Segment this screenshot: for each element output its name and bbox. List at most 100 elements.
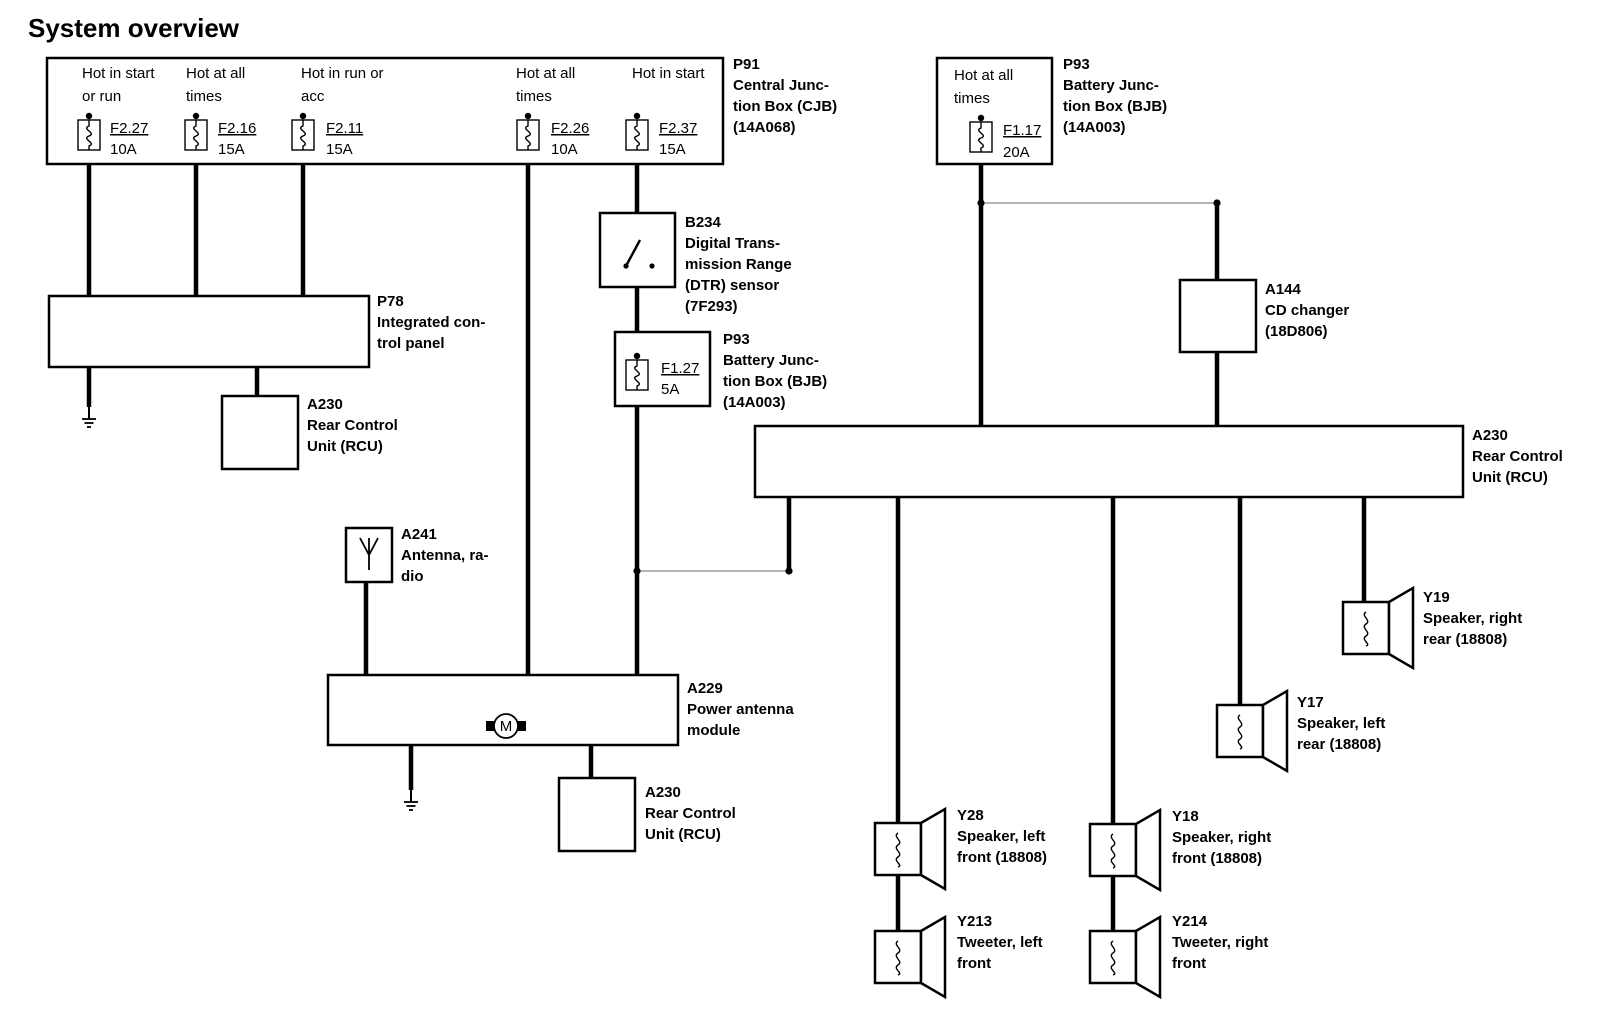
rear-control-unit-bottom: A230 Rear Control Unit (RCU) bbox=[557, 776, 736, 853]
tweeter-y213: Y213 Tweeter, left front bbox=[873, 913, 1043, 999]
fuse-f1-27-amps: 5A bbox=[661, 381, 679, 398]
speaker-y19: Y19 Speaker, right rear (18808) bbox=[1341, 586, 1522, 670]
rcu-bottom-label-2: Rear Control bbox=[645, 805, 736, 822]
rcu-main-box bbox=[753, 424, 1465, 499]
bjb-top-label-1: P93 bbox=[1063, 56, 1090, 73]
fuse-f2-16-label: F2.16 bbox=[218, 120, 256, 137]
dtr-label-5: (7F293) bbox=[685, 298, 738, 315]
cjb-label-3: tion Box (CJB) bbox=[733, 98, 837, 115]
page-title: System overview bbox=[28, 13, 240, 43]
y17-label-3: rear (18808) bbox=[1297, 736, 1381, 753]
cd-changer: A144 CD changer (18D806) bbox=[1178, 278, 1349, 354]
cjb-box bbox=[45, 56, 725, 166]
rcu-main-label-1: A230 bbox=[1472, 427, 1508, 444]
cd-changer-box bbox=[1178, 278, 1258, 354]
cjb-label-1: P91 bbox=[733, 56, 760, 73]
y19-label-1: Y19 bbox=[1423, 589, 1450, 606]
fuse-f2-26-label: F2.26 bbox=[551, 120, 589, 137]
switch-icon bbox=[624, 239, 642, 267]
cjb-feed-4-line-1: Hot at all bbox=[516, 65, 575, 82]
cjb-feed-3-line-2: acc bbox=[301, 88, 325, 105]
speaker-icon bbox=[873, 807, 947, 891]
speaker-y28: Y28 Speaker, left front (18808) bbox=[873, 807, 1047, 891]
rcu-left-label-3: Unit (RCU) bbox=[307, 438, 383, 455]
pam-label-2: Power antenna bbox=[687, 701, 794, 718]
icp-label-2: Integrated con- bbox=[377, 314, 485, 331]
fuse-f2-37-label: F2.37 bbox=[659, 120, 697, 137]
integrated-control-panel: P78 Integrated con- trol panel bbox=[47, 293, 485, 428]
speaker-icon bbox=[1088, 808, 1162, 892]
y17-label-1: Y17 bbox=[1297, 694, 1324, 711]
dtr-label-3: mission Range bbox=[685, 256, 792, 273]
motor-symbol: M bbox=[500, 718, 513, 735]
central-junction-box: Hot in start or run F2.27 10A Hot at all… bbox=[45, 56, 837, 166]
rcu-main-label-3: Unit (RCU) bbox=[1472, 469, 1548, 486]
speaker-y18: Y18 Speaker, right front (18808) bbox=[1088, 808, 1271, 892]
rcu-bottom-label-1: A230 bbox=[645, 784, 681, 801]
rcu-bottom-box bbox=[557, 776, 637, 853]
fuse-f1-17-label: F1.17 bbox=[1003, 122, 1041, 139]
dtr-sensor: B234 Digital Trans- mission Range (DTR) … bbox=[598, 211, 792, 315]
y28-label-1: Y28 bbox=[957, 807, 984, 824]
battery-junction-box-top: Hot at all times F1.17 20A P93 Battery J… bbox=[935, 56, 1167, 166]
fuse-f2-27-amps: 10A bbox=[110, 141, 137, 158]
fuse-f2-27-label: F2.27 bbox=[110, 120, 148, 137]
cjb-feed-3-line-1: Hot in run or bbox=[301, 65, 384, 82]
antenna-label-2: Antenna, ra- bbox=[401, 547, 489, 564]
bjb-top-feed-line-2: times bbox=[954, 90, 990, 107]
radio-antenna: A241 Antenna, ra- dio bbox=[344, 526, 489, 585]
fuse-f1-17-amps: 20A bbox=[1003, 144, 1030, 161]
splice-dots bbox=[633, 199, 1221, 575]
dtr-label-1: B234 bbox=[685, 214, 722, 231]
y213-label-3: front bbox=[957, 955, 991, 972]
y213-label-2: Tweeter, left bbox=[957, 934, 1043, 951]
ground-icon bbox=[403, 789, 419, 811]
y18-label-1: Y18 bbox=[1172, 808, 1199, 825]
battery-junction-box-mid: F1.27 5A P93 Battery Junc- tion Box (BJB… bbox=[613, 330, 827, 411]
bjb-mid-label-1: P93 bbox=[723, 331, 750, 348]
rcu-left-box bbox=[220, 394, 300, 471]
fuse-f2-16-amps: 15A bbox=[218, 141, 245, 158]
y18-label-3: front (18808) bbox=[1172, 850, 1262, 867]
dtr-box bbox=[598, 211, 677, 289]
rcu-left-label-2: Rear Control bbox=[307, 417, 398, 434]
cd-label-1: A144 bbox=[1265, 281, 1302, 298]
rear-control-unit-main: A230 Rear Control Unit (RCU) bbox=[753, 424, 1563, 499]
cjb-feed-2-line-2: times bbox=[186, 88, 222, 105]
power-antenna-module: M A229 Power antenna module bbox=[326, 673, 794, 811]
cjb-feed-4-line-2: times bbox=[516, 88, 552, 105]
pam-label-1: A229 bbox=[687, 680, 723, 697]
y214-label-3: front bbox=[1172, 955, 1206, 972]
y214-label-1: Y214 bbox=[1172, 913, 1208, 930]
tweeter-icon bbox=[1088, 915, 1162, 999]
cjb-label-2: Central Junc- bbox=[733, 77, 829, 94]
antenna-label-1: A241 bbox=[401, 526, 437, 543]
y28-label-2: Speaker, left bbox=[957, 828, 1045, 845]
tweeter-y214: Y214 Tweeter, right front bbox=[1088, 913, 1268, 999]
y214-label-2: Tweeter, right bbox=[1172, 934, 1268, 951]
icp-box bbox=[47, 294, 371, 369]
cjb-feed-1-line-1: Hot in start bbox=[82, 65, 155, 82]
icp-label-1: P78 bbox=[377, 293, 404, 310]
icp-label-3: trol panel bbox=[377, 335, 445, 352]
y17-label-2: Speaker, left bbox=[1297, 715, 1385, 732]
antenna-label-3: dio bbox=[401, 568, 424, 585]
bjb-top-label-2: Battery Junc- bbox=[1063, 77, 1159, 94]
cd-label-2: CD changer bbox=[1265, 302, 1349, 319]
fuse-f2-26-amps: 10A bbox=[551, 141, 578, 158]
rear-control-unit-left: A230 Rear Control Unit (RCU) bbox=[220, 394, 398, 471]
dtr-label-2: Digital Trans- bbox=[685, 235, 780, 252]
bjb-top-feed-line-1: Hot at all bbox=[954, 67, 1013, 84]
bjb-mid-label-3: tion Box (BJB) bbox=[723, 373, 827, 390]
speaker-y17: Y17 Speaker, left rear (18808) bbox=[1215, 689, 1385, 773]
speaker-icon bbox=[1341, 586, 1415, 670]
bjb-top-label-3: tion Box (BJB) bbox=[1063, 98, 1167, 115]
fuse-f2-11-label: F2.11 bbox=[326, 120, 363, 137]
bjb-top-box bbox=[935, 56, 1054, 166]
y213-label-1: Y213 bbox=[957, 913, 992, 930]
rcu-bottom-label-3: Unit (RCU) bbox=[645, 826, 721, 843]
y18-label-2: Speaker, right bbox=[1172, 829, 1271, 846]
cjb-feed-1-line-2: or run bbox=[82, 88, 121, 105]
tweeter-icon bbox=[873, 915, 947, 999]
